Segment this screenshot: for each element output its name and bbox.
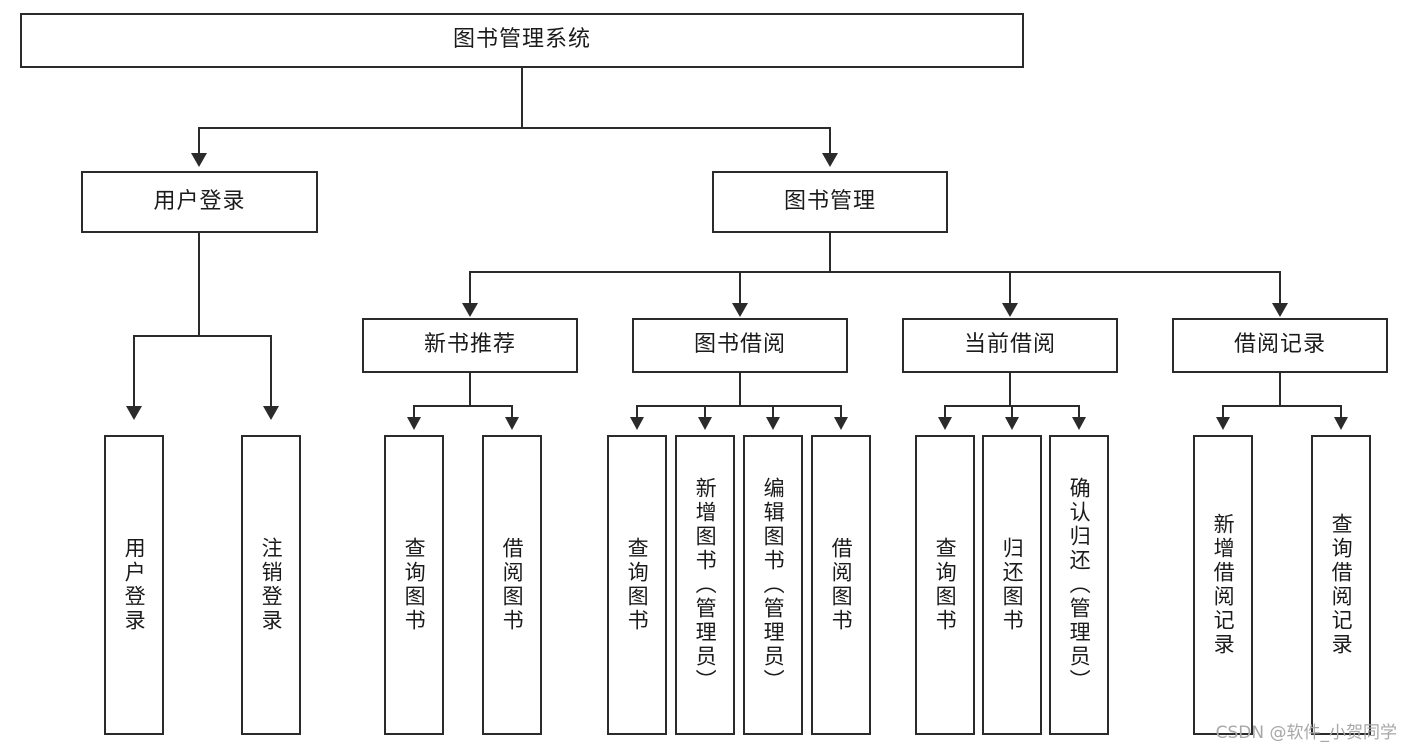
edge-borrow-record-bus (1222, 405, 1342, 407)
edge-new-book-stem (469, 373, 471, 407)
leaf-book-borrow-4[interactable]: 借阅图书 (811, 435, 871, 735)
node-user-login-label: 用户登录 (153, 188, 246, 214)
leaf-book-borrow-4-label: 借阅图书 (829, 537, 854, 633)
leaf-new-book-2[interactable]: 借阅图书 (482, 435, 542, 735)
leaf-new-book-2-label: 借阅图书 (500, 537, 525, 633)
edge-book-borrow-drop-4 (840, 405, 842, 419)
leaf-book-borrow-2-label: 新增图书（管理员） (693, 477, 718, 693)
edge-book-mgmt-drop-2 (739, 271, 741, 304)
arrow-book-borrow-leaf-2 (698, 417, 712, 430)
node-borrow-record[interactable]: 借阅记录 (1172, 318, 1388, 373)
leaf-current-borrow-3-label: 确认归还（管理员） (1067, 477, 1092, 693)
edge-book-borrow-drop-3 (772, 405, 774, 419)
leaf-current-borrow-2[interactable]: 归还图书 (982, 435, 1042, 735)
arrow-current-borrow-leaf-3 (1072, 417, 1086, 430)
arrow-borrow-record-leaf-2 (1334, 417, 1348, 430)
edge-user-login-stem (198, 233, 200, 336)
arrow-current-borrow-leaf-1 (938, 417, 952, 430)
node-book-management[interactable]: 图书管理 (712, 171, 948, 233)
node-current-borrow[interactable]: 当前借阅 (902, 318, 1118, 373)
edge-book-borrow-bus (636, 405, 841, 407)
node-book-borrow[interactable]: 图书借阅 (632, 318, 848, 373)
leaf-book-borrow-3-label: 编辑图书（管理员） (761, 477, 786, 693)
node-root-label: 图书管理系统 (452, 27, 591, 53)
node-new-book-recommend[interactable]: 新书推荐 (362, 318, 578, 373)
edge-root-stem (521, 68, 523, 128)
edge-book-borrow-drop-1 (636, 405, 638, 419)
leaf-new-book-1[interactable]: 查询图书 (384, 435, 444, 735)
arrow-to-book-borrow (732, 303, 748, 317)
edge-borrow-record-stem (1279, 373, 1281, 407)
leaf-current-borrow-2-label: 归还图书 (1000, 537, 1025, 633)
node-user-login[interactable]: 用户登录 (81, 171, 318, 233)
leaf-borrow-record-2-label: 查询借阅记录 (1329, 513, 1354, 657)
node-book-management-label: 图书管理 (783, 188, 876, 214)
leaf-new-book-1-label: 查询图书 (402, 537, 427, 633)
arrow-current-borrow-leaf-2 (1005, 417, 1019, 430)
leaf-user-login-2-label: 注销登录 (259, 537, 284, 633)
leaf-current-borrow-1[interactable]: 查询图书 (915, 435, 975, 735)
edge-book-mgmt-stem (829, 233, 831, 272)
edge-root-to-book-mgmt (829, 127, 831, 155)
node-book-borrow-label: 图书借阅 (693, 332, 786, 358)
arrow-book-borrow-leaf-3 (766, 417, 780, 430)
leaf-book-borrow-1-label: 查询图书 (625, 537, 650, 633)
arrow-root-to-book-mgmt (822, 153, 838, 167)
edge-current-borrow-stem (1009, 373, 1011, 407)
edge-book-mgmt-drop-3 (1009, 271, 1011, 304)
arrow-new-book-leaf-1 (407, 417, 421, 430)
edge-book-mgmt-bus (469, 271, 1281, 273)
node-current-borrow-label: 当前借阅 (963, 332, 1056, 358)
arrow-book-borrow-leaf-1 (630, 417, 644, 430)
leaf-book-borrow-3[interactable]: 编辑图书（管理员） (743, 435, 803, 735)
leaf-borrow-record-2[interactable]: 查询借阅记录 (1311, 435, 1371, 735)
edge-new-book-drop-1 (413, 405, 415, 419)
leaf-borrow-record-1-label: 新增借阅记录 (1211, 513, 1236, 657)
arrow-to-borrow-record (1272, 303, 1288, 317)
edge-book-borrow-drop-2 (704, 405, 706, 419)
arrow-to-new-book (462, 303, 478, 317)
edge-user-login-drop-1 (133, 335, 135, 407)
edge-new-book-bus (413, 405, 513, 407)
edge-new-book-drop-2 (511, 405, 513, 419)
arrow-to-current-borrow (1002, 303, 1018, 317)
leaf-user-login-2[interactable]: 注销登录 (241, 435, 301, 735)
edge-borrow-record-drop-2 (1340, 405, 1342, 419)
leaf-current-borrow-3[interactable]: 确认归还（管理员） (1049, 435, 1109, 735)
arrow-user-login-leaf-1 (126, 406, 142, 420)
edge-root-to-user-login (198, 127, 200, 155)
edge-book-mgmt-drop-1 (469, 271, 471, 304)
edge-book-borrow-stem (739, 373, 741, 407)
arrow-user-login-leaf-2 (263, 406, 279, 420)
arrow-root-to-user-login (191, 153, 207, 167)
leaf-user-login-1-label: 用户登录 (122, 537, 147, 633)
edge-current-borrow-drop-1 (944, 405, 946, 419)
leaf-current-borrow-1-label: 查询图书 (933, 537, 958, 633)
arrow-new-book-leaf-2 (505, 417, 519, 430)
edge-root-bus (198, 127, 831, 129)
node-new-book-recommend-label: 新书推荐 (423, 332, 516, 358)
leaf-book-borrow-1[interactable]: 查询图书 (607, 435, 667, 735)
edge-borrow-record-drop-1 (1222, 405, 1224, 419)
leaf-user-login-1[interactable]: 用户登录 (104, 435, 164, 735)
edge-current-borrow-drop-2 (1011, 405, 1013, 419)
leaf-borrow-record-1[interactable]: 新增借阅记录 (1193, 435, 1253, 735)
edge-user-login-bus (133, 335, 272, 337)
arrow-book-borrow-leaf-4 (834, 417, 848, 430)
edge-user-login-drop-2 (270, 335, 272, 407)
node-borrow-record-label: 借阅记录 (1233, 332, 1326, 358)
node-root[interactable]: 图书管理系统 (20, 13, 1024, 68)
leaf-book-borrow-2[interactable]: 新增图书（管理员） (675, 435, 735, 735)
csdn-watermark: CSDN @软件_小贺同学 (1215, 723, 1397, 743)
arrow-borrow-record-leaf-1 (1216, 417, 1230, 430)
edge-book-mgmt-drop-4 (1279, 271, 1281, 304)
edge-current-borrow-drop-3 (1078, 405, 1080, 419)
